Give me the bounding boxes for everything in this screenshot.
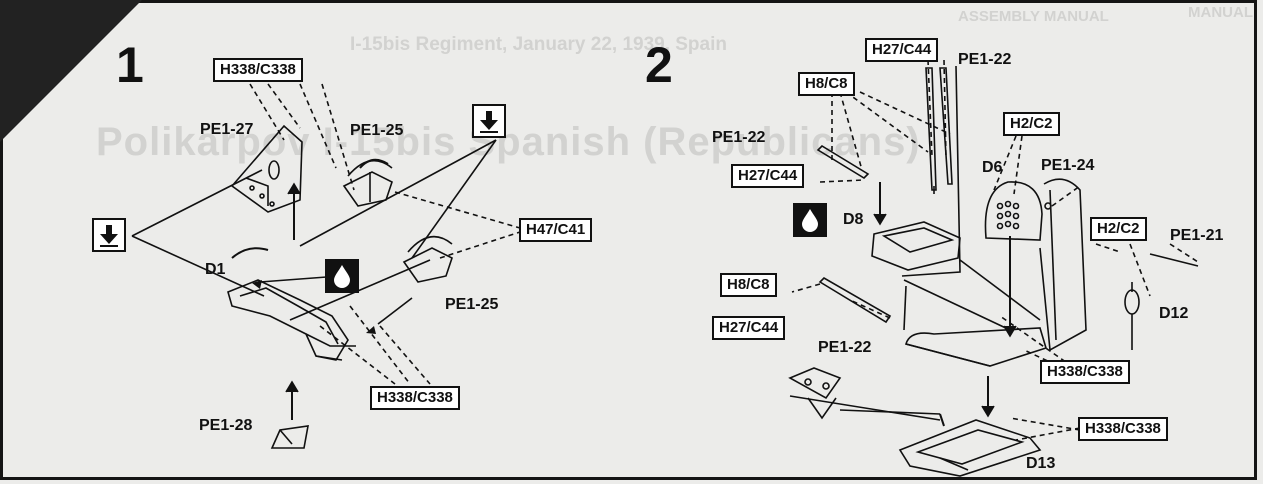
color-callout-h2-c2: H2/C2	[1003, 112, 1060, 136]
color-callout-h338-c338: H338/C338	[1040, 360, 1130, 384]
color-callout-h27-c44: H27/C44	[712, 316, 786, 340]
part-label-pe1-22: PE1-22	[712, 129, 766, 146]
color-callout-h338-c338: H338/C338	[213, 58, 303, 82]
bg-subtitle: I-15bis Regiment, January 22, 1939, Spai…	[350, 34, 727, 55]
drop-icon	[325, 259, 359, 293]
part-label-d12: D12	[1159, 305, 1189, 322]
part-label-d13: D13	[1026, 455, 1056, 472]
part-label-pe1-24: PE1-24	[1041, 157, 1095, 174]
part-label-pe1-27: PE1-27	[200, 121, 254, 138]
arrow-down-icon	[472, 104, 506, 138]
part-label-d1: D1	[205, 261, 226, 278]
color-callout-h27-c44: H27/C44	[865, 38, 939, 62]
arrow-down-icon	[92, 218, 126, 252]
bg-header-left: ASSEMBLY MANUAL	[958, 8, 1109, 25]
color-callout-h2-c2: H2/C2	[1090, 217, 1147, 241]
part-label-pe1-25: PE1-25	[445, 296, 499, 313]
part-label-pe1-22: PE1-22	[818, 339, 872, 356]
color-callout-h47-c41: H47/C41	[519, 218, 593, 242]
part-label-pe1-22: PE1-22	[958, 51, 1012, 68]
color-callout-h8-c8: H8/C8	[798, 72, 855, 96]
color-callout-h27-c44: H27/C44	[731, 164, 805, 188]
bg-header-right: MANUAL	[1188, 4, 1253, 21]
step-number-1: 1	[116, 37, 144, 93]
corner-tab	[0, 0, 142, 142]
part-label-pe1-28: PE1-28	[199, 417, 253, 434]
step-number-2: 2	[645, 37, 673, 93]
part-label-pe1-21: PE1-21	[1170, 227, 1224, 244]
color-callout-h338-c338: H338/C338	[1078, 417, 1168, 441]
color-callout-h338-c338: H338/C338	[370, 386, 460, 410]
color-callout-h8-c8: H8/C8	[720, 273, 777, 297]
part-label-d8: D8	[843, 211, 864, 228]
part-label-pe1-25: PE1-25	[350, 122, 404, 139]
part-label-d6: D6	[982, 159, 1003, 176]
drop-icon	[793, 203, 827, 237]
bg-title: Polikarpov I-15bis Spanish (Republicans)	[96, 120, 921, 164]
